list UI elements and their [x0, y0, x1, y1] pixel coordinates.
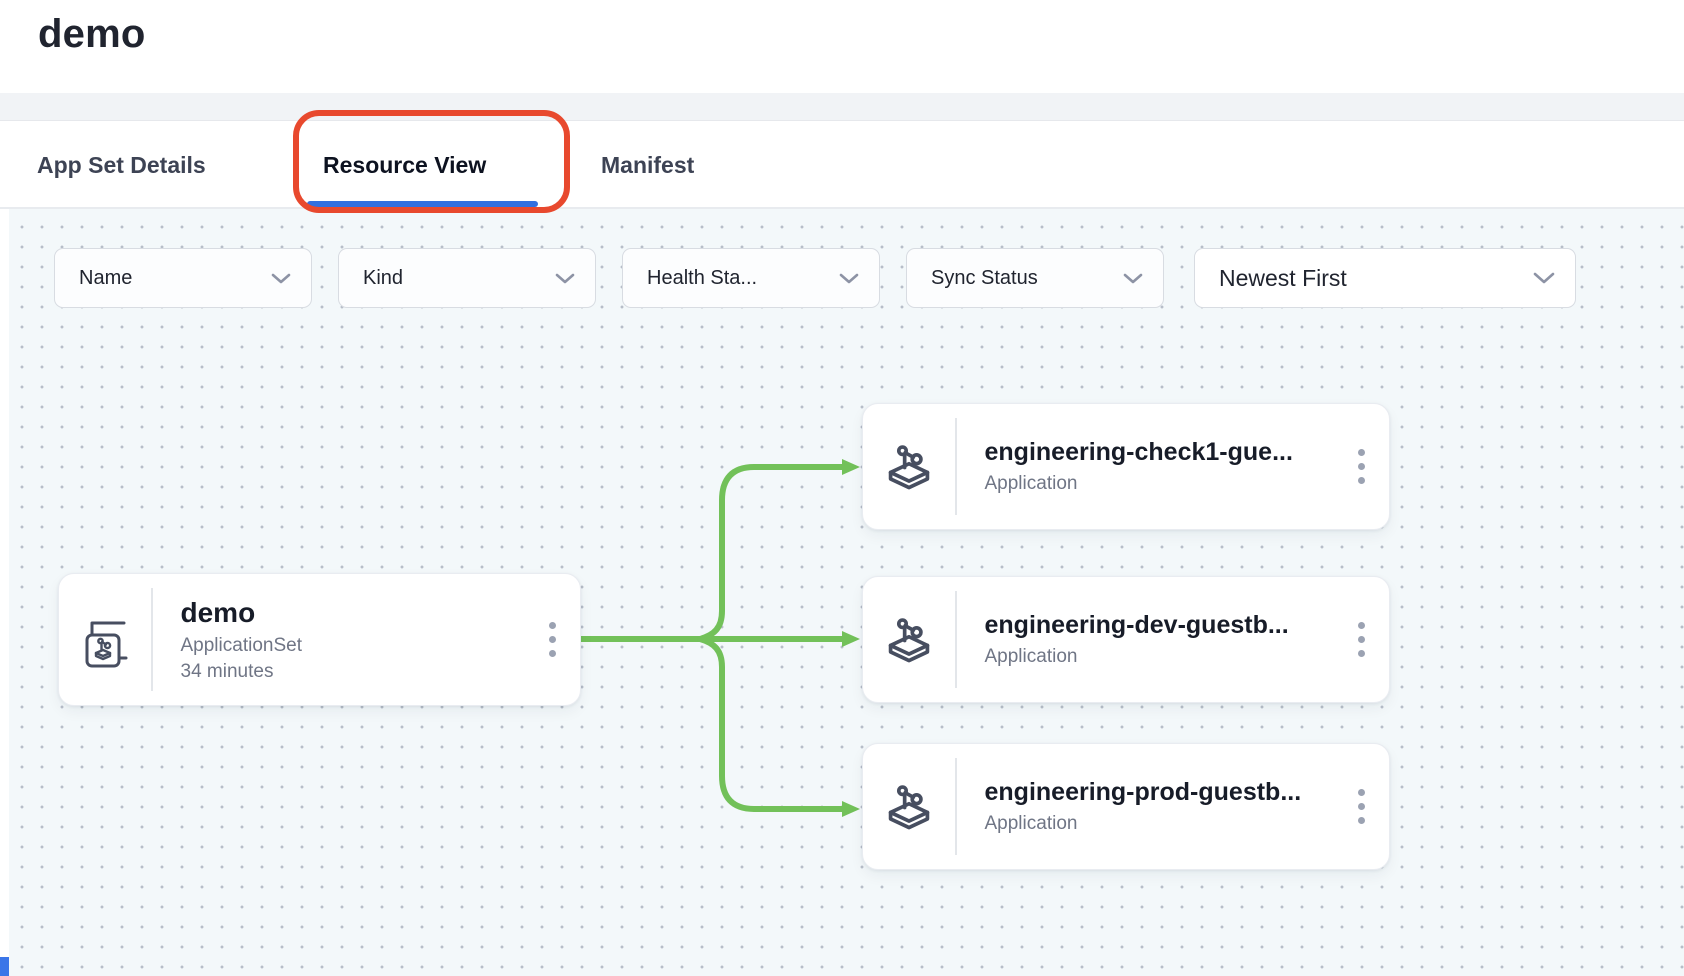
- tab-bar: App Set Details Resource View Manifest: [0, 121, 1684, 209]
- arrowhead: [842, 631, 860, 647]
- node-texts: engineering-prod-guestb... Application: [957, 778, 1350, 835]
- header-divider-band: [0, 93, 1684, 121]
- node-texts: engineering-check1-gue... Application: [957, 438, 1350, 495]
- node-application-prod[interactable]: engineering-prod-guestb... Application: [862, 743, 1390, 870]
- node-applicationset-demo[interactable]: demo ApplicationSet 34 minutes: [58, 573, 581, 706]
- node-application-dev[interactable]: engineering-dev-guestb... Application: [862, 576, 1390, 703]
- edge-root-to-child-3: [697, 636, 847, 812]
- node-kind: Application: [984, 813, 1078, 834]
- filter-name-label: Name: [79, 266, 133, 289]
- page-title: demo: [38, 12, 146, 56]
- card-divider: [955, 758, 957, 855]
- node-title: engineering-prod-guestb...: [984, 778, 1302, 806]
- arrowhead: [842, 459, 860, 475]
- node-texts: demo ApplicationSet 34 minutes: [153, 597, 541, 683]
- application-icon: [863, 781, 955, 833]
- filter-health-status-label: Health Sta...: [647, 266, 758, 289]
- node-menu-button[interactable]: [1349, 789, 1389, 824]
- node-title: engineering-dev-guestb...: [984, 611, 1289, 639]
- canvas-left-gutter: [0, 209, 9, 976]
- tab-resource-view[interactable]: Resource View: [323, 151, 487, 178]
- chevron-down-icon: [271, 273, 291, 284]
- application-icon: [863, 441, 955, 493]
- active-tab-underline: [307, 201, 538, 207]
- node-menu-button[interactable]: [1349, 622, 1389, 657]
- bottom-left-blue-fragment: [0, 957, 9, 976]
- sort-order-dropdown[interactable]: Newest First: [1194, 248, 1576, 308]
- edge-root-to-child-1: [697, 464, 847, 642]
- application-icon: [863, 614, 955, 666]
- chevron-down-icon: [1123, 273, 1143, 284]
- card-divider: [151, 588, 153, 691]
- node-title: engineering-check1-gue...: [984, 438, 1293, 466]
- applicationset-icon: [59, 612, 151, 668]
- node-kind: Application: [984, 646, 1078, 667]
- filter-name-dropdown[interactable]: Name: [54, 248, 312, 308]
- node-application-check1[interactable]: engineering-check1-gue... Application: [862, 403, 1390, 530]
- node-kind: ApplicationSet: [180, 634, 302, 656]
- node-age: 34 minutes: [180, 660, 274, 682]
- filter-sync-status-label: Sync Status: [931, 266, 1038, 289]
- filter-kind-label: Kind: [363, 266, 404, 289]
- node-texts: engineering-dev-guestb... Application: [957, 611, 1350, 668]
- chevron-down-icon: [555, 273, 575, 284]
- filter-kind-dropdown[interactable]: Kind: [338, 248, 596, 308]
- chevron-down-icon: [1533, 272, 1555, 284]
- filter-sync-status-dropdown[interactable]: Sync Status: [906, 248, 1164, 308]
- tab-app-set-details[interactable]: App Set Details: [37, 151, 206, 178]
- sort-order-label: Newest First: [1219, 264, 1347, 291]
- resource-graph-canvas[interactable]: Name Kind Health Sta... Sync Status Newe…: [0, 209, 1684, 976]
- chevron-down-icon: [839, 273, 859, 284]
- node-kind: Application: [984, 473, 1078, 494]
- node-menu-button[interactable]: [1349, 449, 1389, 484]
- node-menu-button[interactable]: [540, 622, 580, 657]
- arrowhead: [842, 801, 860, 817]
- tab-manifest[interactable]: Manifest: [601, 151, 695, 178]
- node-title: demo: [180, 596, 256, 628]
- card-divider: [955, 591, 957, 688]
- filter-health-status-dropdown[interactable]: Health Sta...: [622, 248, 880, 308]
- card-divider: [955, 418, 957, 515]
